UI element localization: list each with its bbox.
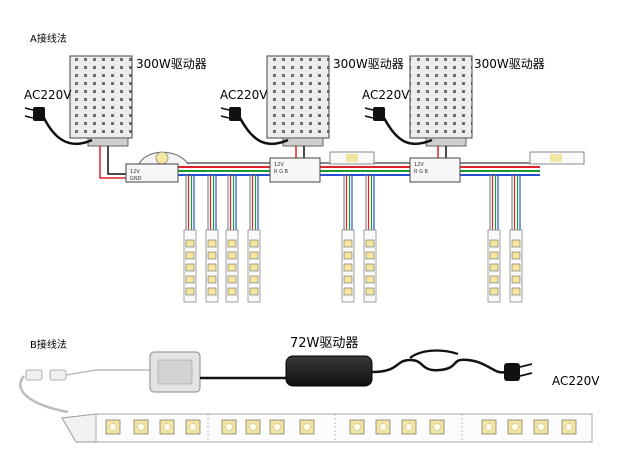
led-lens bbox=[433, 423, 441, 431]
led-chip bbox=[185, 287, 195, 296]
strip-drops bbox=[183, 175, 523, 303]
led-lens bbox=[109, 423, 117, 431]
led-chip bbox=[227, 263, 237, 272]
led-lens bbox=[303, 423, 311, 431]
led-chip bbox=[227, 275, 237, 284]
led-lens bbox=[485, 423, 493, 431]
led-chip bbox=[207, 275, 217, 284]
ac-plug-2 bbox=[220, 107, 289, 146]
led-lens bbox=[137, 423, 145, 431]
led-chip bbox=[365, 239, 375, 248]
led-chip bbox=[249, 287, 259, 296]
rgb-bus bbox=[170, 162, 540, 176]
led-chip bbox=[185, 251, 195, 260]
led-chip bbox=[227, 239, 237, 248]
power-supply-1 bbox=[69, 55, 133, 147]
led-lens bbox=[537, 423, 545, 431]
led-chip bbox=[343, 239, 353, 248]
led-lens bbox=[379, 423, 387, 431]
svg-text:12V: 12V bbox=[414, 162, 424, 168]
led-chip bbox=[185, 275, 195, 284]
led-lens bbox=[353, 423, 361, 431]
driver-label-2: 300W驱动器 bbox=[333, 57, 404, 71]
led-chip bbox=[511, 263, 521, 272]
led-chip bbox=[207, 287, 217, 296]
led-chip bbox=[343, 275, 353, 284]
led-strip-b bbox=[61, 413, 593, 443]
led-chip bbox=[343, 263, 353, 272]
driver-label-3: 300W驱动器 bbox=[474, 57, 545, 71]
led-lens bbox=[511, 423, 519, 431]
ac-label-2: AC220V bbox=[220, 88, 268, 102]
section-b-title: B接线法 bbox=[30, 340, 67, 351]
bus-strip-piece-2 bbox=[529, 151, 585, 165]
led-chip bbox=[489, 287, 499, 296]
led-chip bbox=[511, 239, 521, 248]
led-chip bbox=[207, 239, 217, 248]
svg-text:GND: GND bbox=[130, 176, 142, 182]
power-supply-3 bbox=[409, 55, 473, 147]
svg-text:12V: 12V bbox=[130, 169, 140, 175]
led-chip bbox=[227, 251, 237, 260]
svg-text:12V: 12V bbox=[274, 162, 284, 168]
led-chip bbox=[185, 239, 195, 248]
led-chip bbox=[227, 287, 237, 296]
strip-b-cable bbox=[19, 369, 156, 414]
led-lens bbox=[565, 423, 573, 431]
led-chip bbox=[249, 275, 259, 284]
power-supply-2 bbox=[266, 55, 330, 147]
led-lens bbox=[189, 423, 197, 431]
led-chip bbox=[365, 263, 375, 272]
led-chip bbox=[207, 251, 217, 260]
ac-plug-1 bbox=[24, 107, 93, 146]
controller: 12V GND bbox=[125, 151, 189, 183]
ac-plug-b bbox=[504, 363, 533, 381]
led-chip bbox=[185, 263, 195, 272]
driver-label-1: 300W驱动器 bbox=[136, 57, 207, 71]
led-chip bbox=[343, 287, 353, 296]
driver-label-72w: 72W驱动器 bbox=[290, 336, 359, 351]
led-chip bbox=[249, 263, 259, 272]
controller-b bbox=[149, 351, 220, 393]
led-lens bbox=[405, 423, 413, 431]
led-lens bbox=[163, 423, 171, 431]
svg-text:R G B: R G B bbox=[414, 169, 429, 175]
led-chip bbox=[365, 275, 375, 284]
led-chip bbox=[249, 251, 259, 260]
ac-plug-3 bbox=[364, 107, 433, 146]
led-lens bbox=[273, 423, 281, 431]
section-a-title: A接线法 bbox=[30, 34, 67, 45]
led-chip bbox=[511, 287, 521, 296]
led-chip bbox=[489, 263, 499, 272]
led-chip bbox=[343, 251, 353, 260]
adapter-72w bbox=[220, 349, 506, 387]
amplifier-1: 12V R G B bbox=[269, 157, 321, 183]
led-chip bbox=[489, 275, 499, 284]
amplifier-2: 12V R G B bbox=[409, 157, 461, 183]
ac-label-3: AC220V bbox=[362, 88, 410, 102]
led-chip bbox=[489, 251, 499, 260]
led-chip bbox=[511, 275, 521, 284]
led-chip bbox=[365, 287, 375, 296]
ac-label-1: AC220V bbox=[24, 88, 72, 102]
led-chip bbox=[207, 263, 217, 272]
led-lens bbox=[225, 423, 233, 431]
led-chip bbox=[511, 251, 521, 260]
bus-strip-piece-1 bbox=[329, 151, 375, 165]
led-chip bbox=[249, 239, 259, 248]
led-chip bbox=[489, 239, 499, 248]
led-lens bbox=[249, 423, 257, 431]
ac-label-b: AC220V bbox=[552, 374, 600, 388]
led-chip bbox=[365, 251, 375, 260]
svg-text:R G B: R G B bbox=[274, 169, 289, 175]
